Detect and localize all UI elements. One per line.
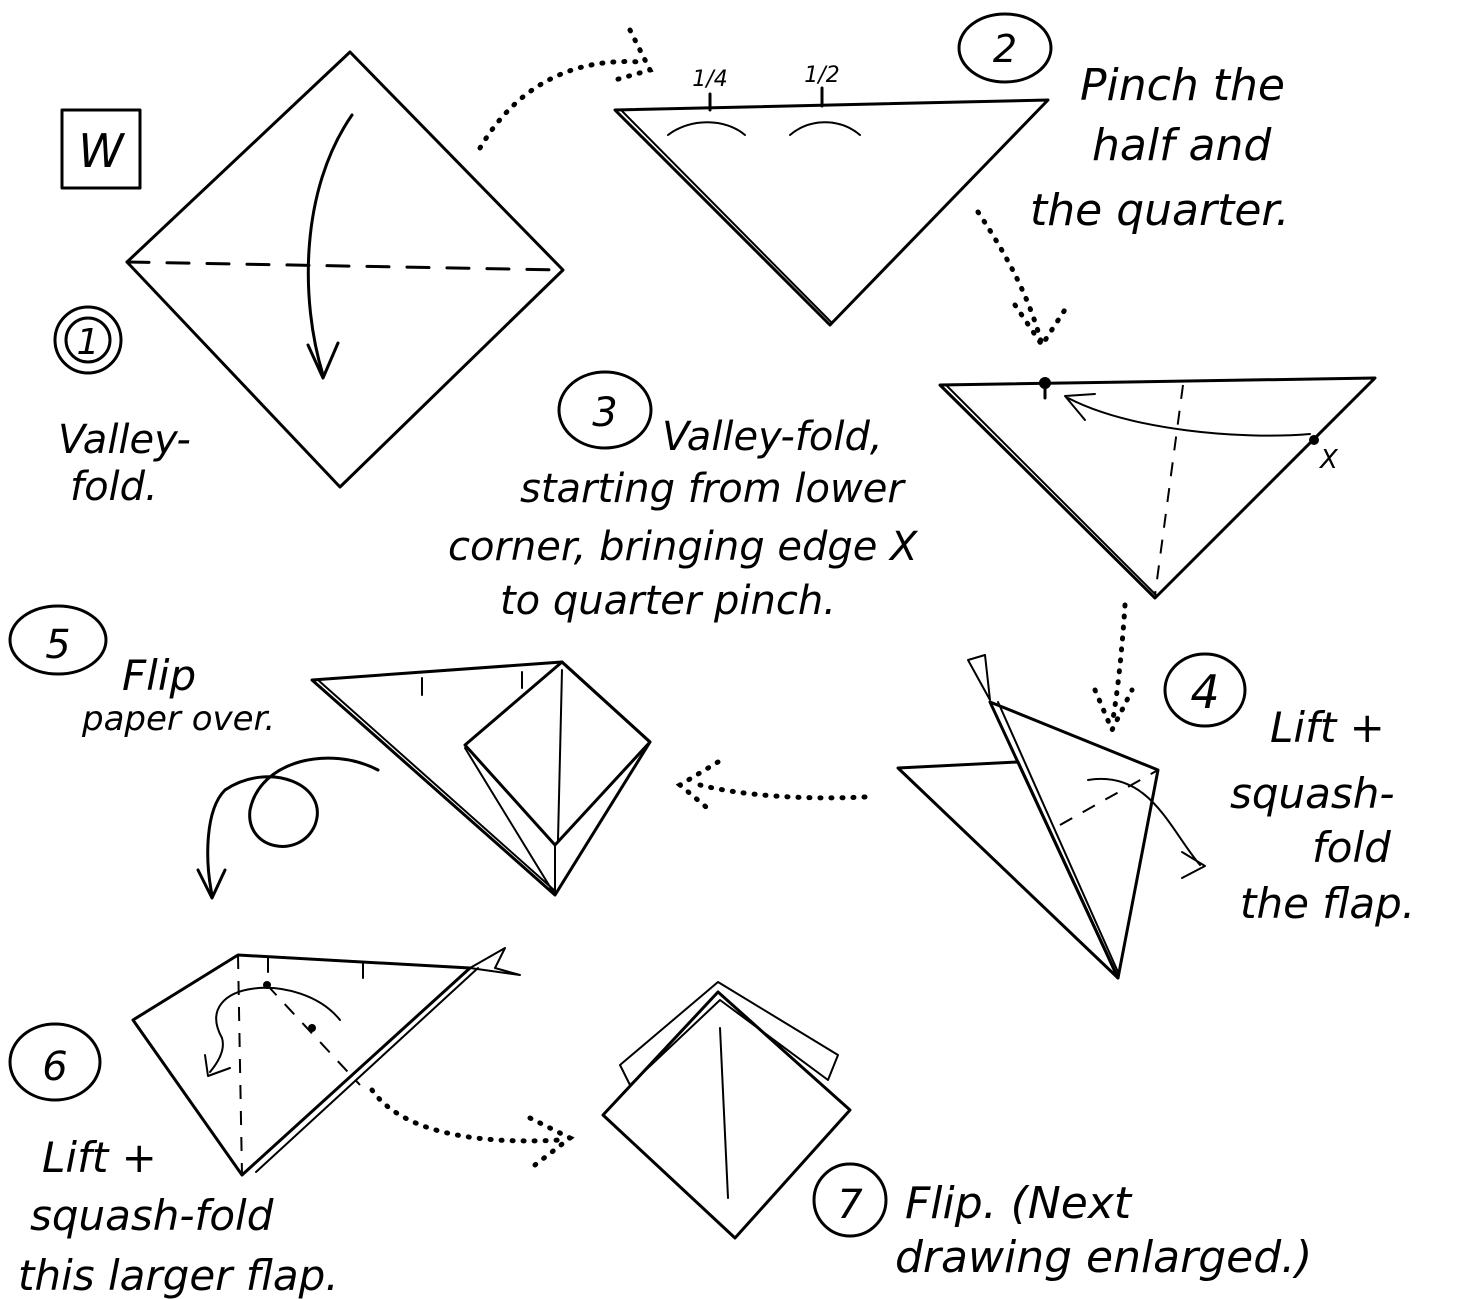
squash-fold-line — [1059, 769, 1159, 826]
valley-fold-line — [1154, 384, 1184, 596]
step-2-circle — [957, 12, 1053, 84]
step-1: 1 Valley- fold. — [53, 50, 565, 510]
step-6-number: 6 — [42, 1044, 67, 1090]
base-mark: W — [60, 108, 142, 190]
step-7-number: 7 — [837, 1182, 863, 1228]
step-3-circle — [557, 370, 653, 450]
step-2-text-3: the quarter. — [1030, 185, 1289, 236]
step-4-text-2: squash- — [1230, 769, 1395, 818]
step-2-text-2: half and — [1092, 120, 1272, 171]
step-4-number: 4 — [1190, 665, 1219, 719]
step-4: 4 Lift + squash- fold the flap. — [896, 652, 1415, 980]
squash-arrow — [1087, 777, 1201, 866]
front-square — [601, 990, 852, 1240]
squashed-square — [463, 660, 652, 847]
step-1-number: 1 — [77, 322, 100, 363]
step-6-text-1: Lift + — [42, 1133, 157, 1182]
flip-arrow — [206, 756, 380, 897]
fold-arrow — [306, 113, 354, 377]
back-layer — [896, 760, 1120, 980]
step-7-circle — [812, 1162, 888, 1238]
step-3-text-4: to quarter pinch. — [500, 578, 836, 624]
pinch-arrow-quarter — [667, 121, 746, 136]
step-2-text-1: Pinch the — [1080, 60, 1285, 111]
step-3-number: 3 — [592, 390, 617, 436]
step-3-text-1: Valley-fold, — [662, 414, 883, 460]
step-1-text-2: fold. — [70, 464, 158, 510]
step-3-text-3: corner, bringing edge X — [448, 524, 919, 570]
step-6-text-3: this larger flap. — [18, 1251, 339, 1299]
step-5-number: 5 — [45, 622, 70, 668]
step-6: 6 Lift + squash-fold this larger flap. — [8, 947, 521, 1299]
step-4-circle — [1163, 652, 1247, 728]
fold-arrow — [1067, 397, 1311, 437]
step-4-text-4: the flap. — [1240, 879, 1415, 928]
step-6-circle — [8, 1022, 102, 1102]
step-7-text-1: Flip. (Next — [905, 1178, 1133, 1229]
squash-fold-line-vertical — [237, 954, 243, 1176]
step-2-number: 2 — [993, 27, 1017, 71]
square-diamond — [125, 50, 565, 489]
pinch-arrow-half — [789, 121, 861, 136]
step-5-text-2: paper over. — [81, 699, 275, 739]
step-4-text-3: fold — [1312, 823, 1391, 872]
base-mark-text: W — [78, 124, 125, 178]
step-5-text-1: Flip — [122, 651, 196, 700]
step-4-text-1: Lift + — [1270, 703, 1385, 752]
sequence-arrow-6-7 — [369, 1087, 563, 1144]
step-1-text-1: Valley- — [58, 417, 191, 463]
step-6-text-2: squash-fold — [30, 1191, 274, 1240]
triangle — [613, 98, 1050, 327]
step-2: 1/4 1/2 2 Pinch the half and the quarter… — [613, 12, 1289, 327]
squash-fold-line-diagonal — [266, 984, 361, 1086]
sequence-arrow-3-4 — [1109, 602, 1128, 728]
sequence-arrow-2-3 — [975, 209, 1045, 348]
step-3-text-2: starting from lower — [520, 466, 906, 512]
sequence-arrow-1-2 — [477, 59, 643, 151]
step-5-circle — [8, 604, 108, 676]
triangle — [938, 376, 1377, 600]
valley-fold-line — [125, 260, 565, 272]
step-7: 7 Flip. (Next drawing enlarged.) — [601, 981, 1312, 1283]
step-5: 5 Flip paper over. — [8, 604, 652, 900]
step-7-text-2: drawing enlarged.) — [895, 1232, 1312, 1283]
step-3: X 3 Valley-fold, starting from lower cor… — [448, 370, 1377, 624]
lift-arrow — [209, 986, 341, 1073]
point-x-label: X — [1318, 445, 1339, 475]
step-1-circle — [53, 305, 123, 375]
half-mark: 1/2 — [804, 63, 839, 88]
flap — [988, 700, 1160, 980]
sequence-arrow-4-5 — [697, 782, 868, 801]
fold-arrow-head — [306, 341, 340, 380]
quarter-mark: 1/4 — [692, 67, 727, 92]
shape — [131, 953, 472, 1177]
